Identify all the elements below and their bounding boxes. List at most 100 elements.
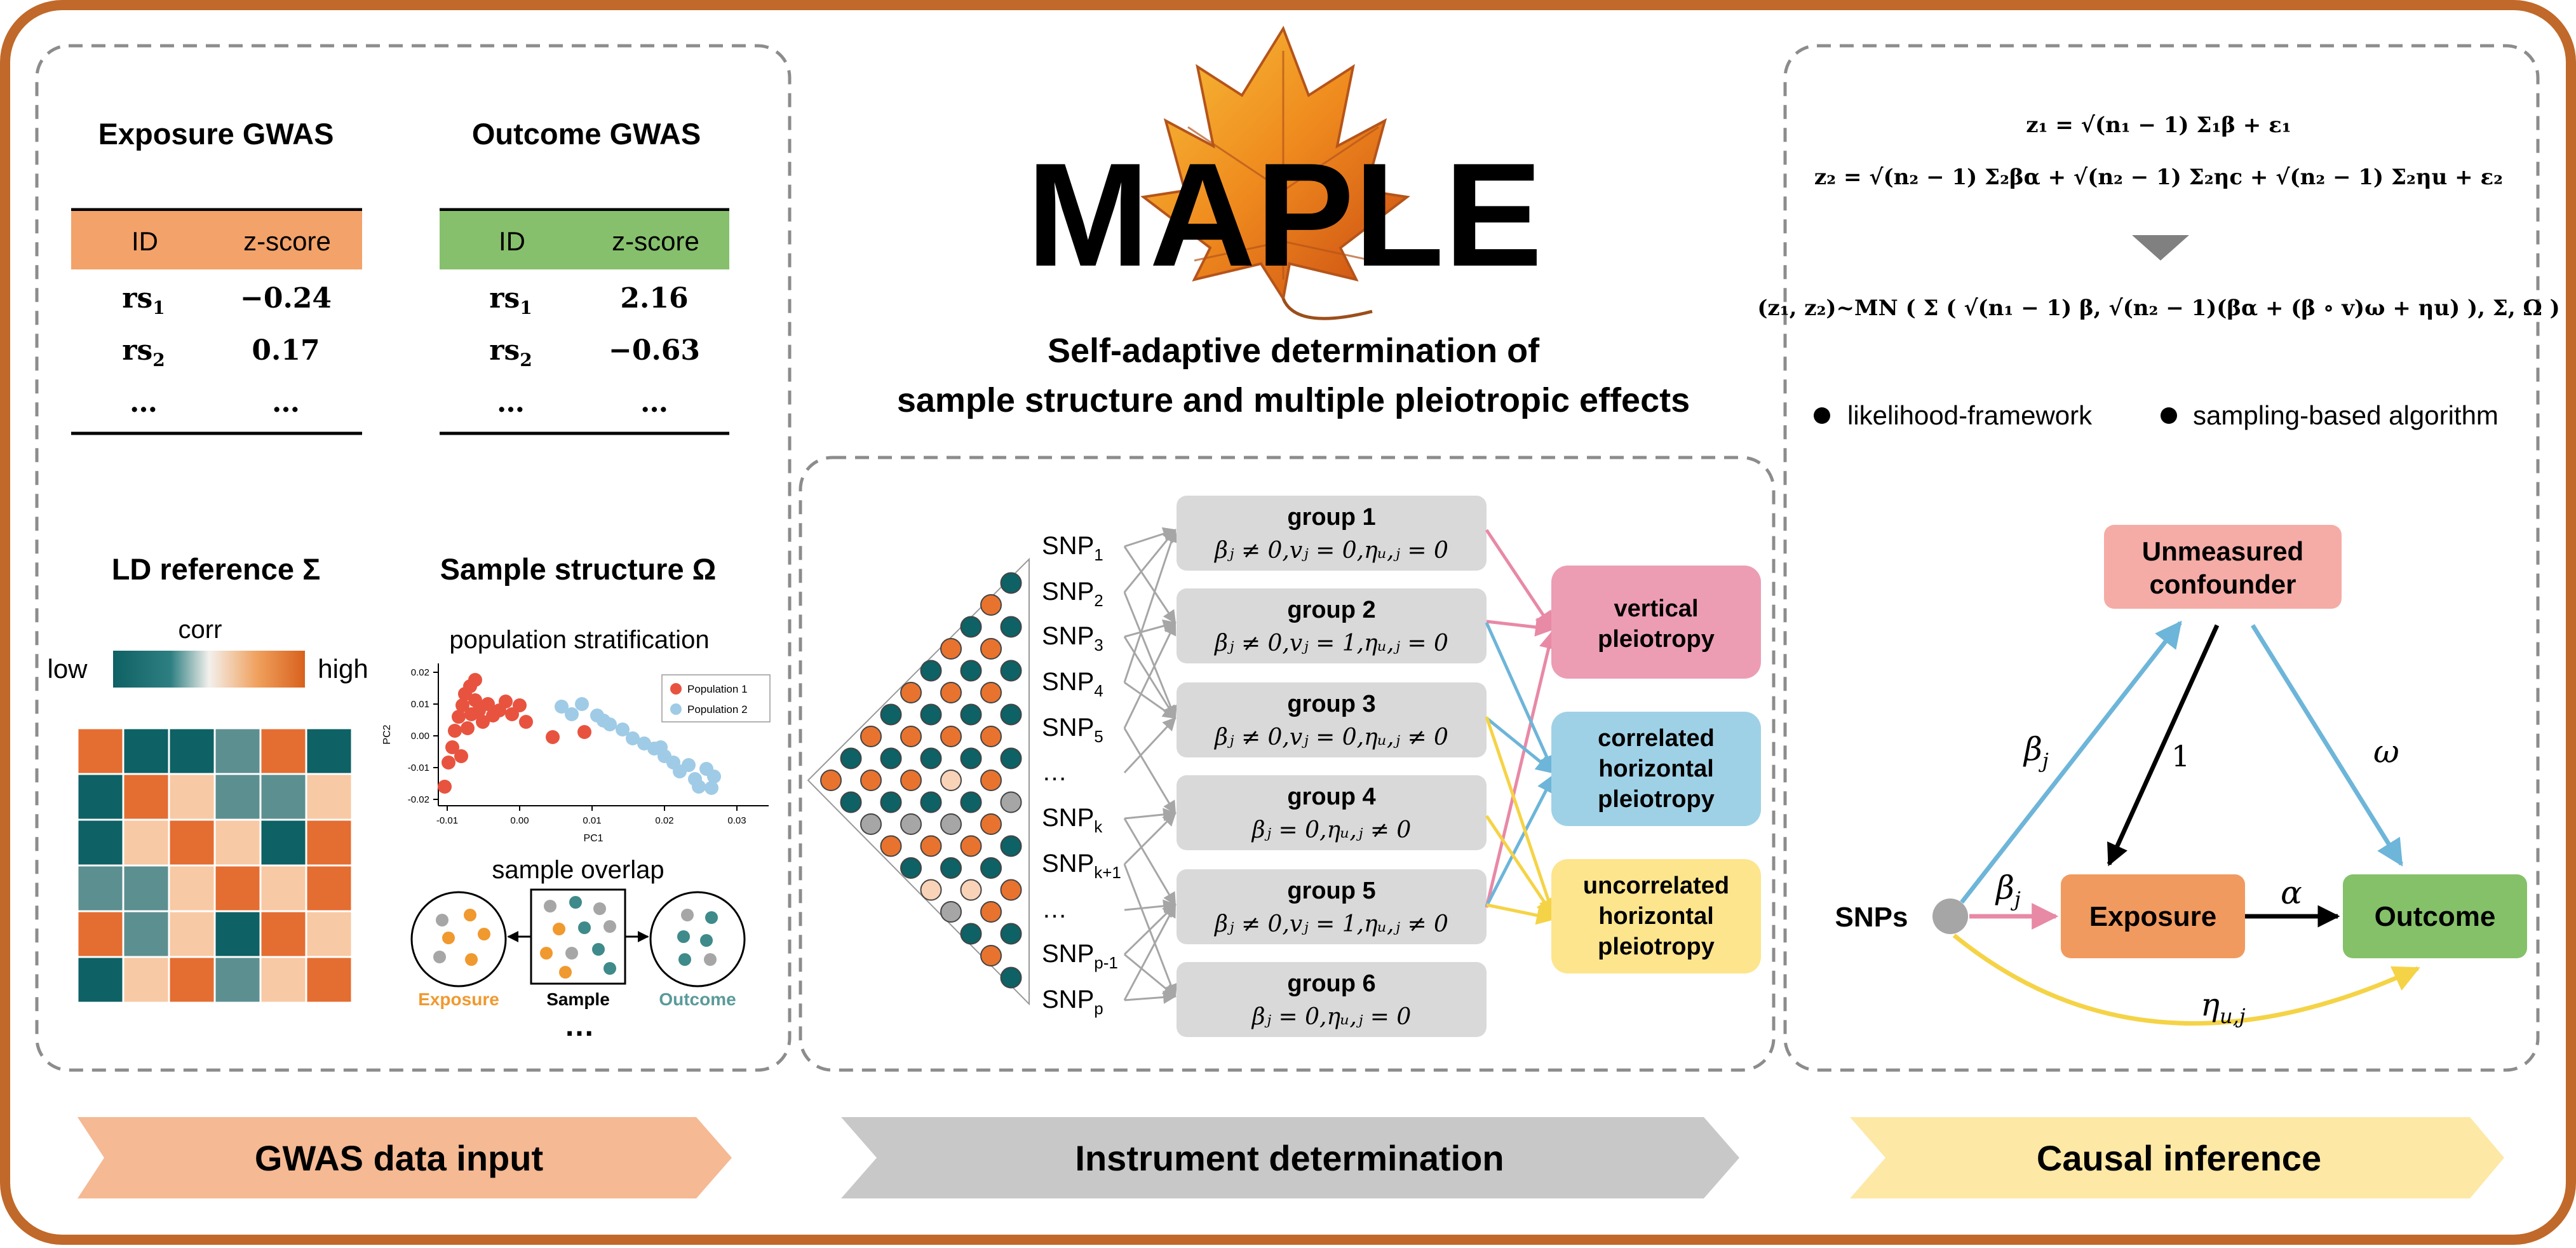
equation-distribution: (z₁, z₂)~MN ( Σ ( √(n₁ − 1) β, √(n₂ − 1)… bbox=[1757, 295, 2559, 321]
heatmap-cell bbox=[213, 910, 262, 958]
outcome-sample-circle bbox=[649, 891, 746, 987]
exposure-gwas-title: Exposure GWAS bbox=[98, 117, 334, 151]
ld-circle bbox=[840, 747, 862, 770]
maple-title: MAPLE bbox=[1027, 133, 1542, 297]
overlap-sample-dot bbox=[553, 923, 565, 935]
pca-point-pop2 bbox=[654, 740, 668, 754]
group-formula: βⱼ ≠ 0,vⱼ = 1,ηᵤ,ⱼ ≠ 0 bbox=[1213, 911, 1448, 937]
vertical-label-1: vertical bbox=[1614, 595, 1698, 622]
outcome-gwas-title: Outcome GWAS bbox=[472, 117, 701, 151]
heatmap-cell bbox=[122, 727, 170, 775]
ld-circle bbox=[920, 879, 942, 901]
snp-label: SNP4 bbox=[1042, 668, 1103, 700]
heatmap-cell bbox=[76, 910, 125, 958]
snp-arrow bbox=[1123, 529, 1178, 683]
pca-point-pop1 bbox=[461, 721, 475, 735]
outcome-id-text: rs bbox=[489, 334, 520, 367]
overlap-sample-dot bbox=[681, 909, 694, 921]
ld-circle bbox=[920, 660, 942, 682]
snp-label: SNPk+1 bbox=[1042, 850, 1121, 882]
exposure-id-text: … bbox=[130, 386, 158, 419]
ld-circle bbox=[900, 726, 922, 747]
pca-point-pop1 bbox=[519, 715, 533, 729]
outcome-col-zscore: z-score bbox=[612, 226, 699, 256]
snp-label: SNPk bbox=[1042, 804, 1103, 836]
group-formula: βⱼ = 0,ηᵤ,ⱼ = 0 bbox=[1251, 1004, 1412, 1030]
equation-z1: z₁ = √(n₁ − 1) Σ₁β + ε₁ bbox=[2026, 112, 2291, 138]
group-formula: βⱼ ≠ 0,vⱼ = 0,ηᵤ,ⱼ ≠ 0 bbox=[1213, 724, 1448, 750]
overlap-sample-dot bbox=[436, 914, 448, 926]
pca-point-pop1 bbox=[476, 715, 490, 729]
outcome-row-id: rs2 bbox=[489, 334, 532, 370]
overlap-sample-dot bbox=[704, 953, 717, 966]
heatmap-cell bbox=[76, 818, 125, 867]
equation-z2: z₂ = √(n₂ − 1) Σ₂βα + √(n₂ − 1) Σ₂ηc + √… bbox=[1814, 165, 2503, 190]
outcome-row-id: … bbox=[497, 386, 525, 419]
pca-point-pop1 bbox=[448, 724, 462, 738]
group-title: group 3 bbox=[1287, 691, 1375, 717]
ld-circle bbox=[920, 703, 942, 726]
overlap-sample-dot bbox=[578, 921, 591, 934]
sample-overlap-label: sample overlap bbox=[492, 856, 664, 884]
heatmap-cell bbox=[213, 864, 262, 912]
pca-point-pop2 bbox=[705, 781, 718, 795]
uncorrelated-pleiotropy-box: uncorrelated horizontal pleiotropy bbox=[1551, 859, 1761, 973]
heatmap-cell bbox=[76, 773, 125, 821]
ld-circle bbox=[960, 660, 982, 682]
exposure-row-id: rs2 bbox=[122, 334, 165, 370]
outcome-id-sub: 2 bbox=[520, 349, 532, 370]
ld-circle bbox=[960, 923, 982, 945]
unmeasured-confounder-node bbox=[2104, 525, 2342, 609]
overlap-sample-dot bbox=[593, 902, 606, 915]
confounder-label-1: Unmeasured bbox=[2142, 536, 2303, 566]
gwas-panel bbox=[35, 44, 792, 1072]
group-4-box: group 4βⱼ = 0,ηᵤ,ⱼ ≠ 0 bbox=[1177, 775, 1487, 850]
heatmap-cell bbox=[305, 727, 353, 775]
heatmap-cell bbox=[213, 727, 262, 775]
ld-circle bbox=[980, 813, 1002, 835]
group-6-box: group 6βⱼ = 0,ηᵤ,ⱼ = 0 bbox=[1177, 962, 1487, 1037]
pca-y-tick: -0.02 bbox=[408, 794, 429, 805]
snp-arrow bbox=[1123, 546, 1177, 624]
heatmap-cell bbox=[305, 818, 353, 867]
legend-population-2: Population 2 bbox=[687, 703, 748, 716]
overlap-exposure-label: Exposure bbox=[418, 989, 499, 1009]
ld-circle bbox=[940, 901, 962, 923]
heatmap-cell bbox=[259, 864, 307, 912]
ld-circle bbox=[860, 770, 882, 791]
instrument-panel bbox=[799, 456, 1776, 1072]
group-3-box: group 3 βⱼ ≠ 0,vⱼ = 0,ηᵤ,ⱼ ≠ 0 bbox=[1177, 682, 1487, 757]
snp-arrow bbox=[1124, 681, 1177, 719]
overlap-sample-dot bbox=[565, 947, 578, 960]
snp-arrow bbox=[1123, 812, 1177, 865]
pca-point-pop2 bbox=[626, 731, 640, 745]
snp-arrow bbox=[1123, 621, 1177, 729]
pca-point-pop1 bbox=[442, 756, 455, 770]
snp-arrow bbox=[1123, 728, 1177, 815]
heatmap-cell bbox=[76, 864, 125, 912]
ld-circle bbox=[900, 813, 922, 835]
ld-circle bbox=[880, 747, 902, 770]
ld-circle bbox=[860, 726, 882, 747]
exposure-row-id: rs1 bbox=[122, 282, 165, 318]
outcome-row-id: rs1 bbox=[489, 282, 532, 318]
ld-circle bbox=[980, 945, 1002, 967]
vertical-pleiotropy-box: vertical pleiotropy bbox=[1551, 566, 1761, 679]
pca-point-pop1 bbox=[499, 695, 513, 709]
pca-point-pop2 bbox=[565, 707, 579, 721]
heatmap-cell bbox=[168, 864, 216, 912]
ld-circle bbox=[920, 747, 942, 770]
pca-point-pop2 bbox=[707, 770, 721, 783]
pca-point-pop2 bbox=[555, 700, 569, 714]
exposure-row-id: … bbox=[130, 386, 158, 419]
exposure-row-z: … bbox=[272, 386, 300, 419]
ld-reference-title: LD reference Σ bbox=[112, 552, 321, 586]
overlap-sample-dot bbox=[569, 896, 582, 909]
low-label: low bbox=[47, 654, 88, 684]
ld-circle bbox=[1000, 835, 1022, 857]
ld-circle bbox=[980, 638, 1002, 660]
label-eta: ηu,j bbox=[2201, 986, 2246, 1028]
outcome-row-z: 2.16 bbox=[620, 282, 688, 315]
maple-leaf-logo bbox=[1140, 25, 1410, 320]
pca-x-tick: 0.03 bbox=[727, 815, 746, 826]
